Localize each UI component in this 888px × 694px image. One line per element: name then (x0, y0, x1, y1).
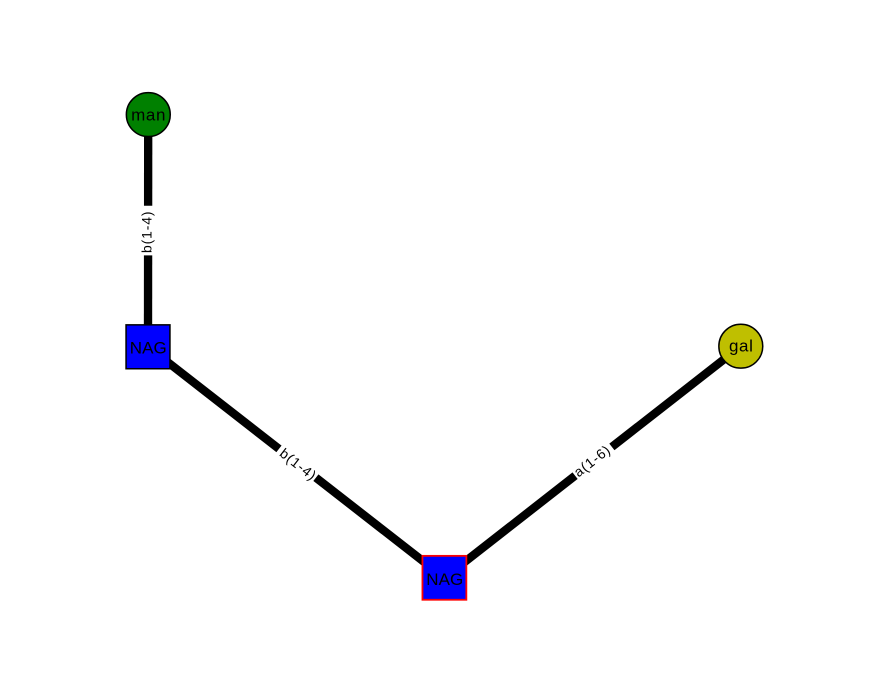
svg-text:NAG: NAG (130, 338, 167, 357)
svg-text:man: man (131, 105, 166, 124)
svg-text:NAG: NAG (426, 570, 463, 589)
svg-text:gal: gal (729, 337, 754, 356)
svg-text:b(1-4): b(1-4) (139, 211, 155, 253)
